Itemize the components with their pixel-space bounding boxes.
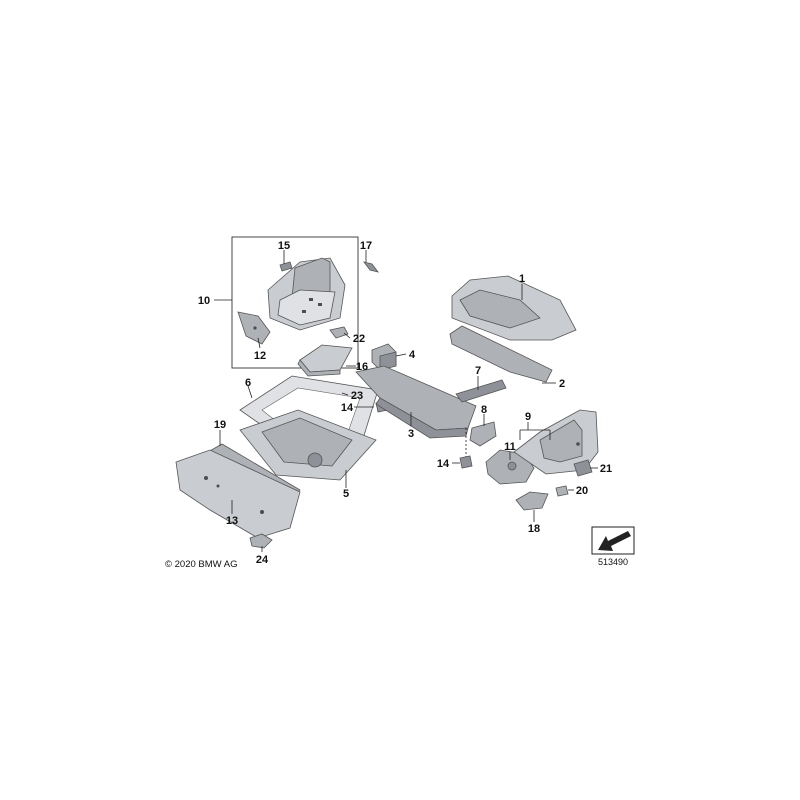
part-12-bracket[interactable]	[237, 311, 271, 345]
callout-4: 4	[409, 349, 416, 361]
callout-14-left: 14	[341, 402, 354, 414]
part-18-bracket[interactable]	[515, 491, 549, 511]
part-8-bracket[interactable]	[469, 421, 497, 447]
callout-17: 17	[360, 240, 372, 252]
callout-24: 24	[256, 554, 269, 566]
callout-12: 12	[254, 350, 266, 362]
part-13-rear-panel[interactable]	[175, 449, 301, 539]
part-22-bracket[interactable]	[329, 326, 349, 339]
callout-13: 13	[226, 515, 238, 527]
callout-23: 23	[351, 390, 363, 402]
part-11-panel[interactable]	[485, 449, 535, 485]
callout-6: 6	[245, 377, 251, 389]
callout-16: 16	[356, 361, 368, 373]
leader-lines	[214, 250, 598, 552]
callout-10: 10	[198, 295, 210, 307]
part-20-clip[interactable]	[555, 485, 569, 497]
callout-1: 1	[519, 273, 525, 285]
part-4-box[interactable]	[371, 343, 397, 371]
callout-11: 11	[504, 441, 516, 453]
document-number: 513490	[598, 557, 628, 567]
callout-labels: 1 2 3 4 5 6 7 8 9 10 11 12 13 14 14 15 1…	[198, 240, 612, 566]
callout-14-right: 14	[437, 458, 450, 470]
part-21-bracket[interactable]	[573, 459, 593, 477]
callout-21: 21	[600, 463, 612, 475]
callout-15: 15	[278, 240, 290, 252]
callout-22: 22	[353, 333, 365, 345]
part-2-rail[interactable]	[449, 325, 553, 383]
part-5-floor-pan[interactable]	[239, 409, 377, 481]
callout-3: 3	[408, 428, 414, 440]
part-9-wheelhouse[interactable]	[513, 409, 599, 475]
callout-8: 8	[481, 404, 487, 416]
part-7-bracket[interactable]	[455, 379, 507, 403]
part-1-floor-panel[interactable]	[451, 275, 577, 341]
callout-7: 7	[475, 365, 481, 377]
part-24-bracket[interactable]	[249, 533, 273, 549]
callout-20: 20	[576, 485, 588, 497]
part-3-cross-member[interactable]	[355, 365, 477, 439]
part-17-clip[interactable]	[363, 261, 379, 273]
callout-5: 5	[343, 488, 349, 500]
part-14-clip-right[interactable]	[459, 428, 473, 469]
part-15-clip[interactable]	[279, 261, 293, 272]
callout-18: 18	[528, 523, 540, 535]
copyright-notice: © 2020 BMW AG	[165, 559, 237, 570]
part-16-tray[interactable]	[297, 344, 353, 377]
callout-2: 2	[559, 378, 565, 390]
orientation-arrow-icon	[591, 526, 635, 555]
callout-19: 19	[214, 419, 226, 431]
part-10-seat-frame[interactable]	[267, 257, 346, 331]
group-frame-10	[231, 236, 359, 369]
callout-9: 9	[525, 411, 531, 423]
